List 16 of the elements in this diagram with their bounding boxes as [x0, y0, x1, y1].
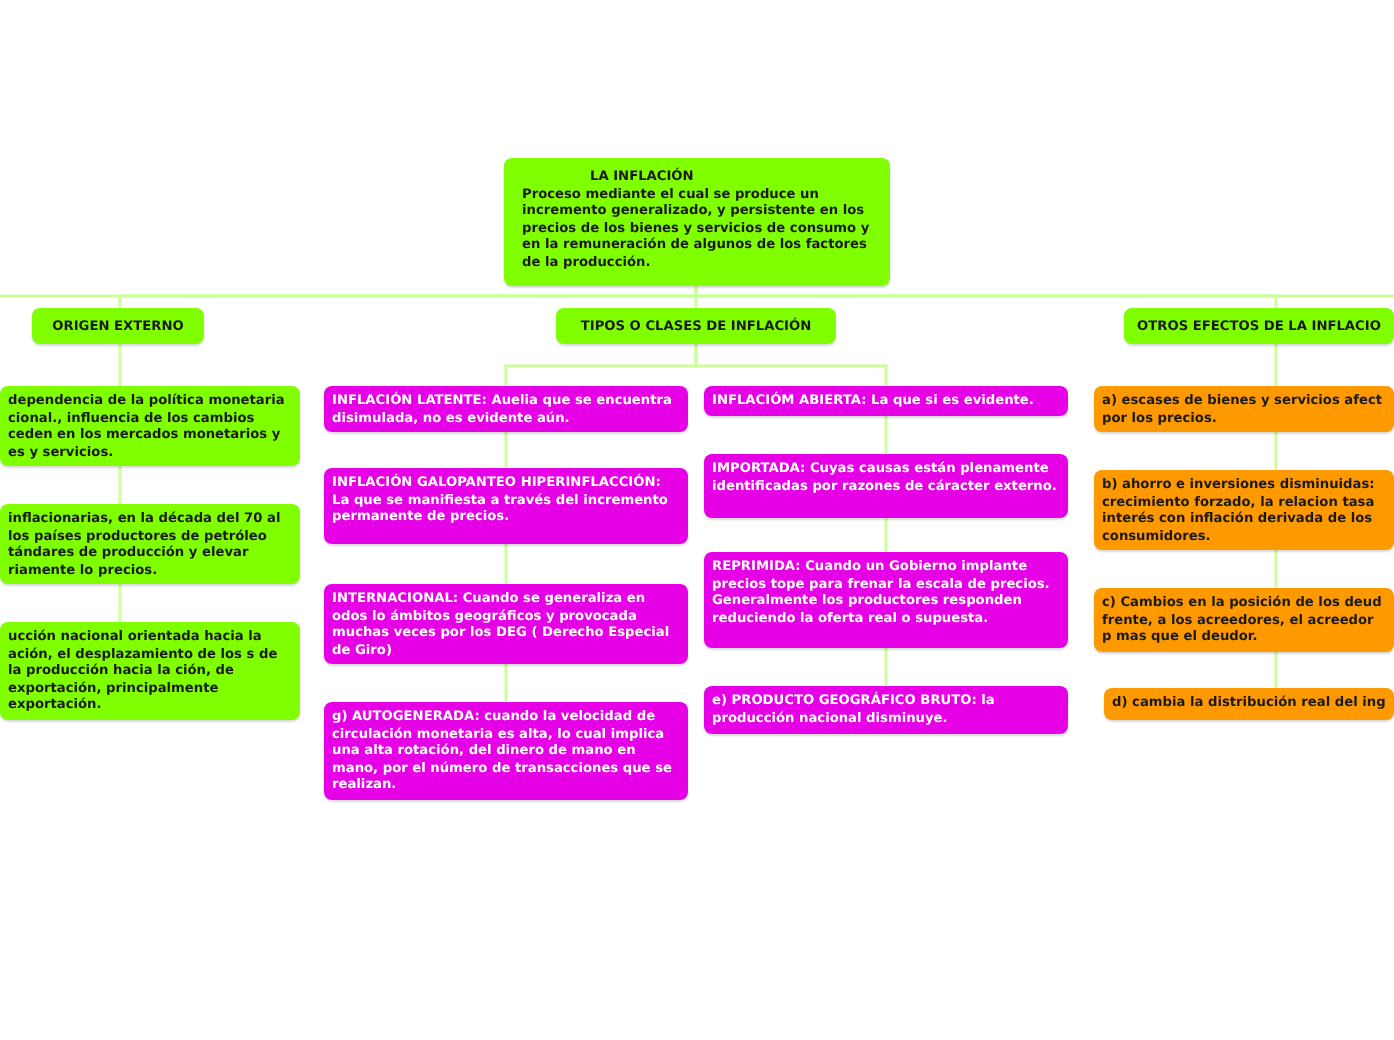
- connector-line: [1274, 344, 1278, 386]
- connector-line: [884, 518, 888, 552]
- connector-line: [1274, 652, 1278, 688]
- root-topic-box: [504, 158, 890, 286]
- connector-line: [884, 648, 888, 686]
- connector-line: [694, 344, 888, 386]
- connector-line: [884, 416, 888, 454]
- connector-line: [1274, 550, 1278, 588]
- connector-line: [504, 544, 508, 584]
- connector-line: [118, 584, 122, 622]
- connector-line: [118, 344, 122, 386]
- connector-line: [504, 664, 508, 702]
- connector-line: [694, 286, 1278, 308]
- connector-line: [1274, 432, 1278, 470]
- connector-line: [504, 432, 508, 468]
- connector-line: [118, 466, 122, 504]
